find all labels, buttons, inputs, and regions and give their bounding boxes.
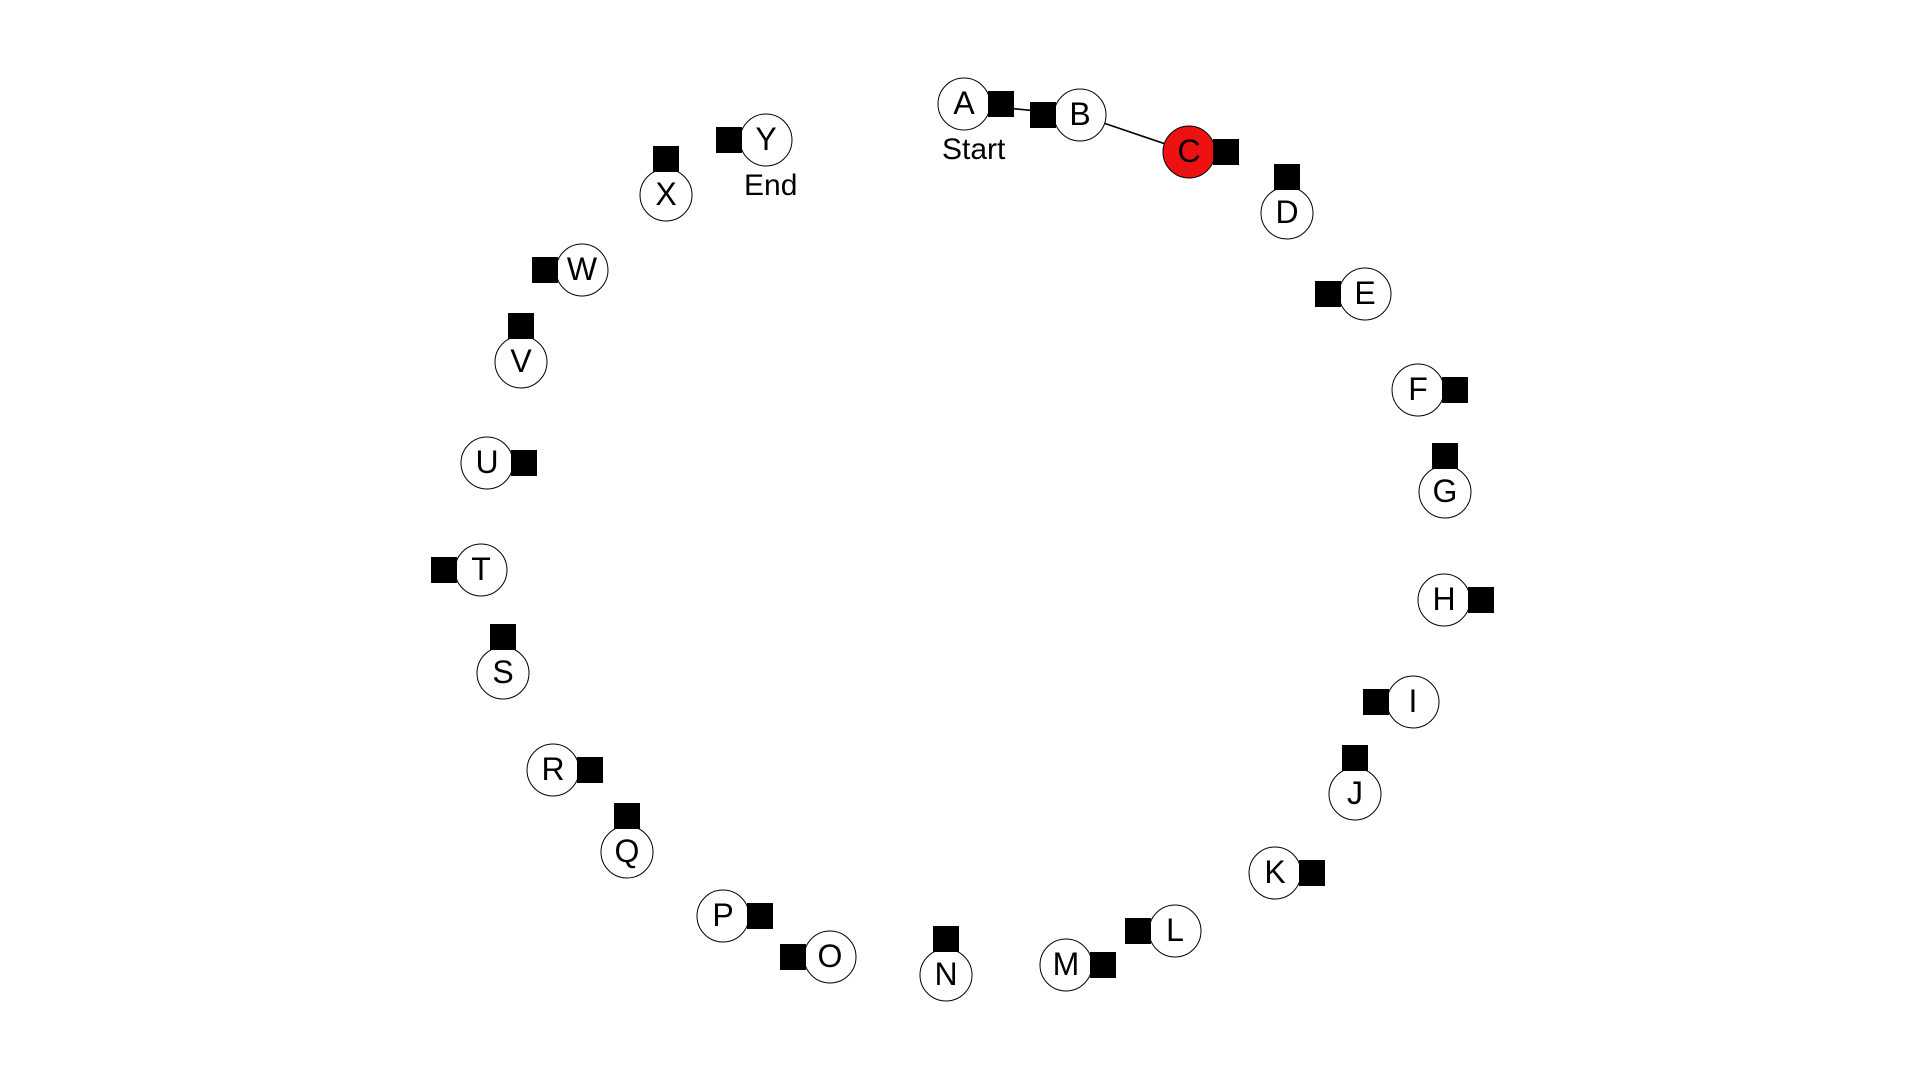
start-label: Start (942, 133, 1006, 166)
node-p[interactable]: P (696, 889, 773, 943)
node-b[interactable]: B (1030, 88, 1107, 142)
node-x[interactable]: X (639, 146, 693, 222)
node-u[interactable]: U (460, 436, 537, 490)
node-m[interactable]: M (1039, 938, 1116, 992)
node-handle-d[interactable] (1274, 164, 1300, 190)
node-c[interactable]: C (1162, 125, 1239, 179)
node-circle-x[interactable] (639, 168, 693, 222)
node-circle-d[interactable] (1260, 186, 1314, 240)
node-n[interactable]: N (919, 926, 973, 1002)
node-circle-e[interactable] (1338, 267, 1392, 321)
node-g[interactable]: G (1418, 443, 1472, 519)
node-j[interactable]: J (1328, 745, 1382, 821)
node-circle-c[interactable] (1162, 125, 1216, 179)
node-h[interactable]: H (1417, 573, 1494, 627)
node-y[interactable]: Y (716, 113, 793, 167)
node-handle-r[interactable] (577, 757, 603, 783)
node-handle-w[interactable] (532, 257, 558, 283)
node-e[interactable]: E (1315, 267, 1392, 321)
node-handle-l[interactable] (1125, 918, 1151, 944)
node-o[interactable]: O (780, 930, 857, 984)
node-d[interactable]: D (1260, 164, 1314, 240)
node-handle-y[interactable] (716, 127, 742, 153)
node-k[interactable]: K (1248, 846, 1325, 900)
node-circle-o[interactable] (803, 930, 857, 984)
node-handle-o[interactable] (780, 944, 806, 970)
node-circle-t[interactable] (454, 543, 508, 597)
node-circle-s[interactable] (476, 646, 530, 700)
node-circle-i[interactable] (1386, 675, 1440, 729)
node-handle-a[interactable] (988, 91, 1014, 117)
node-circle-u[interactable] (460, 436, 514, 490)
node-circle-r[interactable] (526, 743, 580, 797)
node-handle-n[interactable] (933, 926, 959, 952)
node-handle-t[interactable] (431, 557, 457, 583)
node-circle-b[interactable] (1053, 88, 1107, 142)
node-handle-v[interactable] (508, 313, 534, 339)
node-handle-g[interactable] (1432, 443, 1458, 469)
node-circle-m[interactable] (1039, 938, 1093, 992)
node-circle-h[interactable] (1417, 573, 1471, 627)
node-handle-m[interactable] (1090, 952, 1116, 978)
node-handle-e[interactable] (1315, 281, 1341, 307)
node-v[interactable]: V (494, 313, 548, 389)
node-handle-c[interactable] (1213, 139, 1239, 165)
end-label: End (744, 169, 797, 202)
node-handle-b[interactable] (1030, 102, 1056, 128)
node-l[interactable]: L (1125, 904, 1202, 958)
node-q[interactable]: Q (600, 803, 654, 879)
node-circle-y[interactable] (739, 113, 793, 167)
node-circle-a[interactable] (937, 77, 991, 131)
node-circle-p[interactable] (696, 889, 750, 943)
node-f[interactable]: F (1391, 363, 1468, 417)
node-t[interactable]: T (431, 543, 508, 597)
node-handle-j[interactable] (1342, 745, 1368, 771)
node-circle-n[interactable] (919, 948, 973, 1002)
node-handle-f[interactable] (1442, 377, 1468, 403)
node-circle-w[interactable] (555, 243, 609, 297)
node-handle-h[interactable] (1468, 587, 1494, 613)
node-handle-i[interactable] (1363, 689, 1389, 715)
node-w[interactable]: W (532, 243, 609, 297)
node-handle-s[interactable] (490, 624, 516, 650)
node-i[interactable]: I (1363, 675, 1440, 729)
node-circle-g[interactable] (1418, 465, 1472, 519)
node-s[interactable]: S (476, 624, 530, 700)
node-handle-q[interactable] (614, 803, 640, 829)
node-handle-u[interactable] (511, 450, 537, 476)
node-circle-v[interactable] (494, 335, 548, 389)
node-circle-l[interactable] (1148, 904, 1202, 958)
node-circle-j[interactable] (1328, 767, 1382, 821)
node-r[interactable]: R (526, 743, 603, 797)
node-handle-p[interactable] (747, 903, 773, 929)
node-circle-f[interactable] (1391, 363, 1445, 417)
node-handle-x[interactable] (653, 146, 679, 172)
node-circle-q[interactable] (600, 825, 654, 879)
node-handle-k[interactable] (1299, 860, 1325, 886)
node-circle-k[interactable] (1248, 846, 1302, 900)
node-a[interactable]: A (937, 77, 1014, 131)
